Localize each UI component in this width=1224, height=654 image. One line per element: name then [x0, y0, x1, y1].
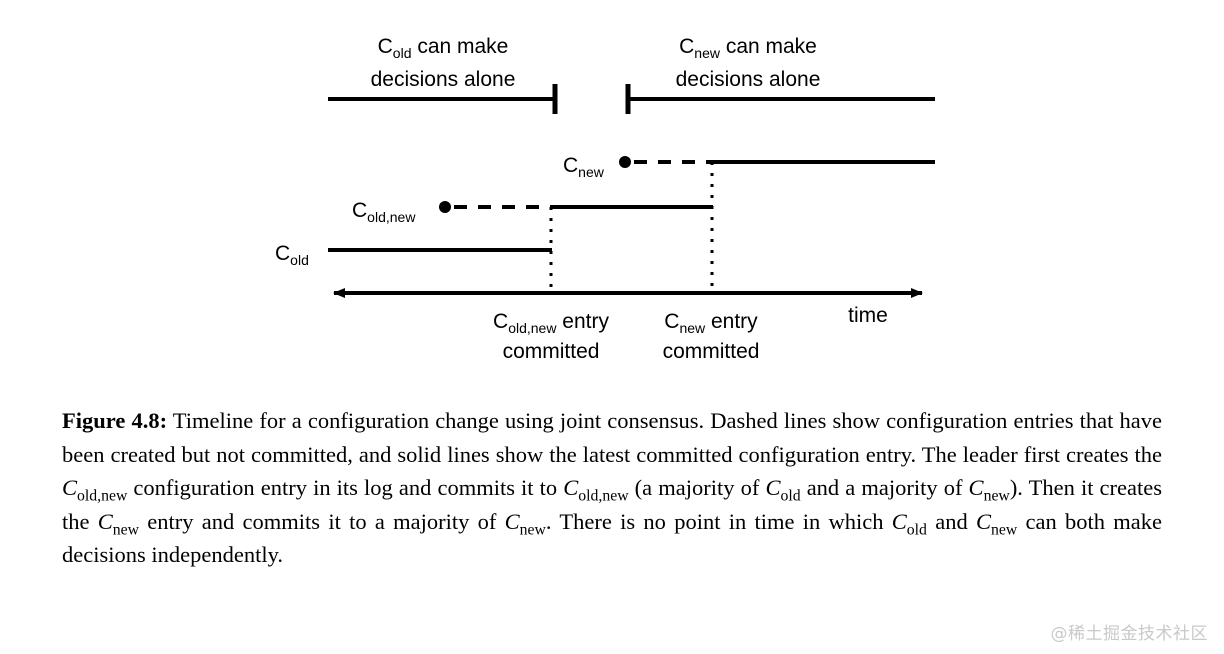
header-right-c: C [679, 35, 694, 58]
header-left-line2: decisions alone [371, 68, 516, 91]
caption-var-3: Cold [765, 475, 800, 504]
header-left-line1: Cold can make [378, 35, 509, 61]
caption-var-6: Cnew [504, 508, 546, 538]
caption-var-5: Cnew [97, 508, 139, 538]
caption-text-3: (a majority of [628, 475, 766, 500]
c-old-new-committed-line2: committed [503, 340, 600, 363]
caption-text-7: . There is no point in time in which [545, 508, 892, 534]
c-old-new-label-base: C [352, 199, 367, 222]
header-left-c: C [378, 35, 393, 58]
header-right-c-sub: new [694, 45, 721, 61]
header-right-suffix: can make [720, 35, 817, 58]
caption-text-5: ). Then it creates the [62, 475, 1162, 534]
caption-var-6-base: C [504, 508, 520, 534]
time-axis-label: time [848, 304, 888, 327]
caption-var-6-sub: new [519, 521, 546, 538]
caption-var-8-sub: new [990, 521, 1018, 538]
c-old-new-committed-sub: old,new [508, 320, 557, 336]
c-new-label-base: C [563, 154, 578, 177]
caption-var-5-sub: new [112, 521, 140, 538]
caption-var-1-base: C [62, 475, 78, 500]
c-old-new-label: Cold,new [352, 199, 416, 225]
caption-var-4: Cnew [968, 475, 1010, 504]
c-old-new-label-sub: old,new [367, 209, 416, 225]
caption-var-1-sub: old,new [77, 487, 128, 505]
watermark: @稀土掘金技术社区 [1050, 624, 1208, 644]
caption-text-1: Timeline for a configuration change usin… [62, 408, 1162, 467]
figure-diagram: Cold can make decisions alone Cnew can m… [275, 35, 935, 363]
caption-var-8: Cnew [975, 508, 1017, 538]
caption-var-7-sub: old [906, 521, 927, 538]
caption-var-1: Cold,new [62, 475, 127, 504]
c-new-committed-line2: committed [663, 340, 760, 363]
caption-var-4-sub: new [983, 487, 1010, 505]
caption-var-7: Cold [891, 508, 927, 538]
header-right-line2: decisions alone [676, 68, 821, 91]
c-new-label: Cnew [563, 154, 605, 180]
timeline-diagram-svg: Cold can make decisions alone Cnew can m… [275, 35, 935, 363]
c-new-committed-suffix: entry [705, 310, 758, 333]
header-left-suffix: can make [411, 35, 508, 58]
c-old-label: Cold [275, 242, 309, 268]
caption-var-8-base: C [975, 508, 991, 534]
c-old-new-origin-dot [439, 201, 451, 213]
c-new-committed-line1: Cnew entry [664, 310, 758, 336]
c-new-label-sub: new [578, 164, 605, 180]
figure-caption: Figure 4.8: Timeline for a configuration… [62, 404, 1162, 572]
c-new-committed-base: C [664, 310, 679, 333]
c-new-committed-sub: new [679, 320, 706, 336]
caption-text-6: entry and commits it to a majority of [139, 508, 505, 534]
caption-text-8: and [926, 508, 976, 534]
caption-text-4: and a majority of [800, 475, 969, 500]
caption-text-9: can both make decisions independently. [62, 508, 1162, 568]
caption-label: Figure 4.8: [62, 408, 168, 433]
caption-text-2: configuration entry in its log and commi… [127, 475, 564, 500]
header-left-c-sub: old [393, 45, 412, 61]
caption-var-2-base: C [563, 475, 579, 500]
caption-var-3-base: C [765, 475, 781, 500]
caption-var-4-base: C [968, 475, 984, 500]
caption-var-7-base: C [891, 508, 907, 534]
caption-var-2: Cold,new [563, 475, 628, 504]
caption-var-5-base: C [97, 508, 113, 534]
c-old-new-committed-line1: Cold,new entry [493, 310, 609, 336]
c-old-new-committed-suffix: entry [556, 310, 609, 333]
c-old-label-base: C [275, 242, 290, 265]
caption-var-3-sub: old [780, 487, 801, 505]
c-old-label-sub: old [290, 252, 309, 268]
c-new-origin-dot [619, 156, 631, 168]
header-right-line1: Cnew can make [679, 35, 817, 61]
caption-var-2-sub: old,new [578, 487, 629, 505]
c-old-new-committed-base: C [493, 310, 508, 333]
